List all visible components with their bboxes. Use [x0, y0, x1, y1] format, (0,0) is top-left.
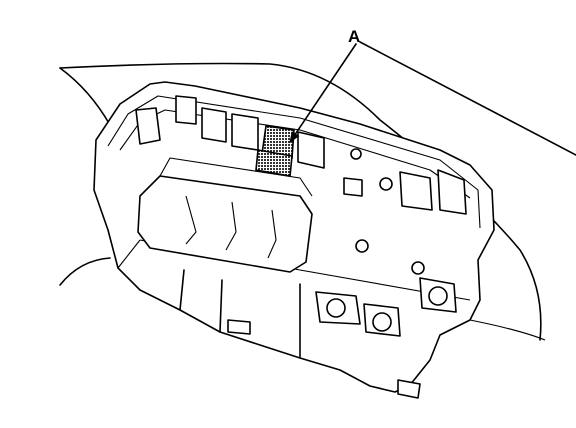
callout-a: A — [289, 27, 360, 143]
connector-terminals — [227, 239, 457, 399]
callout-a-leader — [289, 43, 357, 143]
fuse-block — [137, 157, 313, 273]
callout-a-label: A — [348, 27, 360, 46]
vehicle-body-outline — [59, 41, 576, 341]
relay-row — [135, 95, 467, 215]
